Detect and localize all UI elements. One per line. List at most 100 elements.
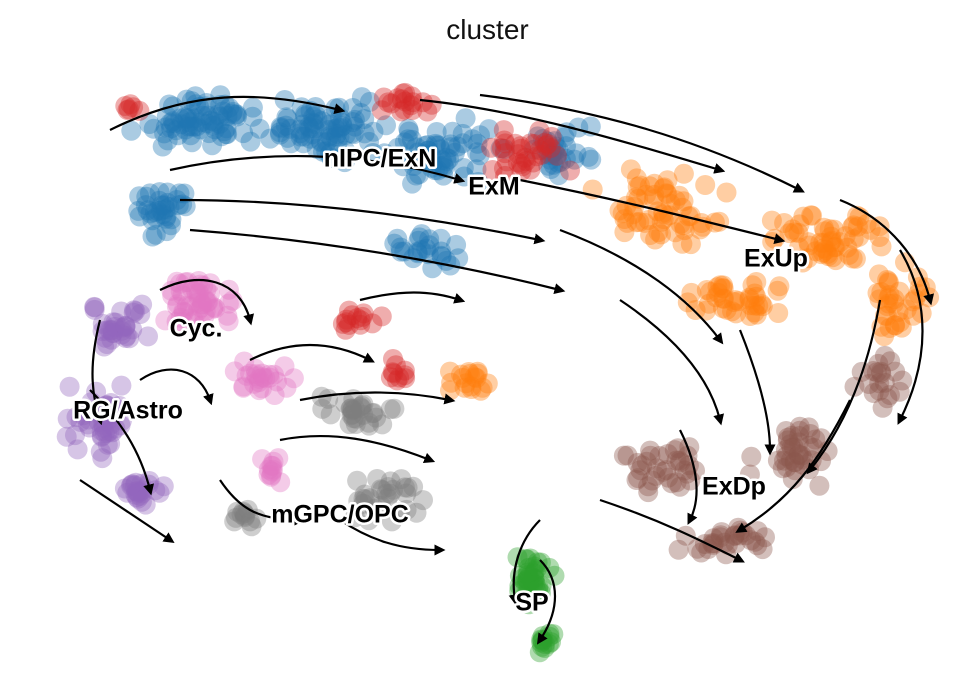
cell-point [84, 296, 105, 317]
cell-point [653, 204, 674, 225]
cell-point [347, 308, 368, 329]
cell-point [798, 248, 818, 269]
cell-point [111, 324, 132, 345]
cell-point [97, 422, 118, 443]
cell-point [154, 195, 175, 216]
cell-point [520, 548, 541, 569]
cell-point [458, 362, 479, 382]
cell-point [195, 290, 216, 310]
cell-point [714, 532, 735, 553]
cell-point [214, 121, 235, 142]
cell-point [363, 402, 384, 423]
cell-point [191, 112, 212, 133]
cell-point [225, 104, 246, 125]
cell-point [543, 154, 564, 175]
cell-point [461, 376, 482, 397]
cell-point [154, 123, 175, 144]
cluster-label: nIPC/ExN [324, 145, 437, 173]
cell-point [530, 583, 551, 603]
cell-point [216, 124, 237, 145]
cell-point [280, 118, 300, 139]
cell-point [246, 508, 267, 529]
cell-point [342, 399, 363, 420]
cell-point [264, 364, 284, 385]
cell-point [276, 107, 297, 128]
cell-point [393, 83, 414, 104]
cell-point [531, 575, 552, 596]
cell-point [516, 584, 537, 604]
cell-point [539, 557, 560, 578]
cell-point [860, 219, 881, 240]
velocity-streamline [806, 299, 882, 475]
cell-point [466, 368, 487, 388]
cell-point [742, 275, 763, 296]
cell-point [816, 240, 836, 260]
cell-point [419, 235, 440, 256]
cell-point [161, 118, 182, 139]
cell-point [203, 297, 224, 318]
cell-point [407, 241, 428, 262]
cell-point [94, 336, 115, 357]
cell-point [156, 106, 177, 127]
cell-point [777, 430, 798, 451]
cell-point [878, 271, 899, 292]
cell-point [518, 557, 539, 578]
cell-point [152, 136, 173, 157]
cell-point [703, 533, 724, 554]
cell-point [645, 229, 666, 250]
cell-point [340, 398, 361, 419]
cell-point [526, 580, 547, 601]
cell-point [491, 138, 512, 159]
cell-point [528, 577, 549, 597]
cell-point [92, 448, 113, 469]
cell-point [664, 440, 685, 461]
cell-point [460, 363, 481, 384]
cell-point [687, 538, 708, 559]
cell-point [345, 414, 366, 434]
cell-point [656, 183, 677, 204]
cell-point [210, 85, 231, 106]
cell-point [470, 380, 491, 401]
cell-point [335, 125, 356, 145]
cell-point [359, 131, 379, 152]
cell-point [493, 120, 514, 141]
cell-point [430, 228, 451, 249]
cell-point [155, 208, 176, 229]
cell-point [350, 314, 371, 335]
cell-point [529, 642, 550, 663]
cell-point [111, 410, 132, 431]
cluster-label: ExUp [744, 245, 808, 273]
cell-point [310, 130, 331, 151]
cell-point [843, 229, 864, 250]
cell-point [374, 143, 395, 164]
cell-point [540, 159, 561, 179]
cell-point [879, 285, 900, 305]
cell-point [403, 476, 424, 497]
cell-point [425, 133, 446, 154]
cell-point [878, 288, 899, 309]
cell-point [415, 135, 435, 156]
cell-point [755, 527, 775, 548]
cell-point [202, 135, 223, 156]
cell-point [402, 100, 423, 120]
cell-point [149, 182, 170, 203]
cell-point [837, 237, 858, 258]
cell-point [339, 300, 359, 321]
cell-point [300, 128, 321, 149]
cell-point [880, 351, 901, 372]
velocity-streamline [735, 399, 851, 533]
cell-point [252, 449, 273, 470]
cell-point [192, 105, 213, 126]
cell-point [321, 127, 342, 148]
cell-point [161, 280, 182, 301]
cell-point [217, 106, 238, 126]
cell-point [185, 279, 206, 300]
cell-point [514, 572, 535, 592]
cell-point [744, 302, 765, 323]
cell-point [73, 405, 94, 426]
cell-point [115, 315, 136, 336]
velocity-streamline [619, 299, 724, 426]
cell-point [159, 197, 180, 217]
cell-point [691, 213, 712, 233]
cell-point [883, 293, 904, 314]
